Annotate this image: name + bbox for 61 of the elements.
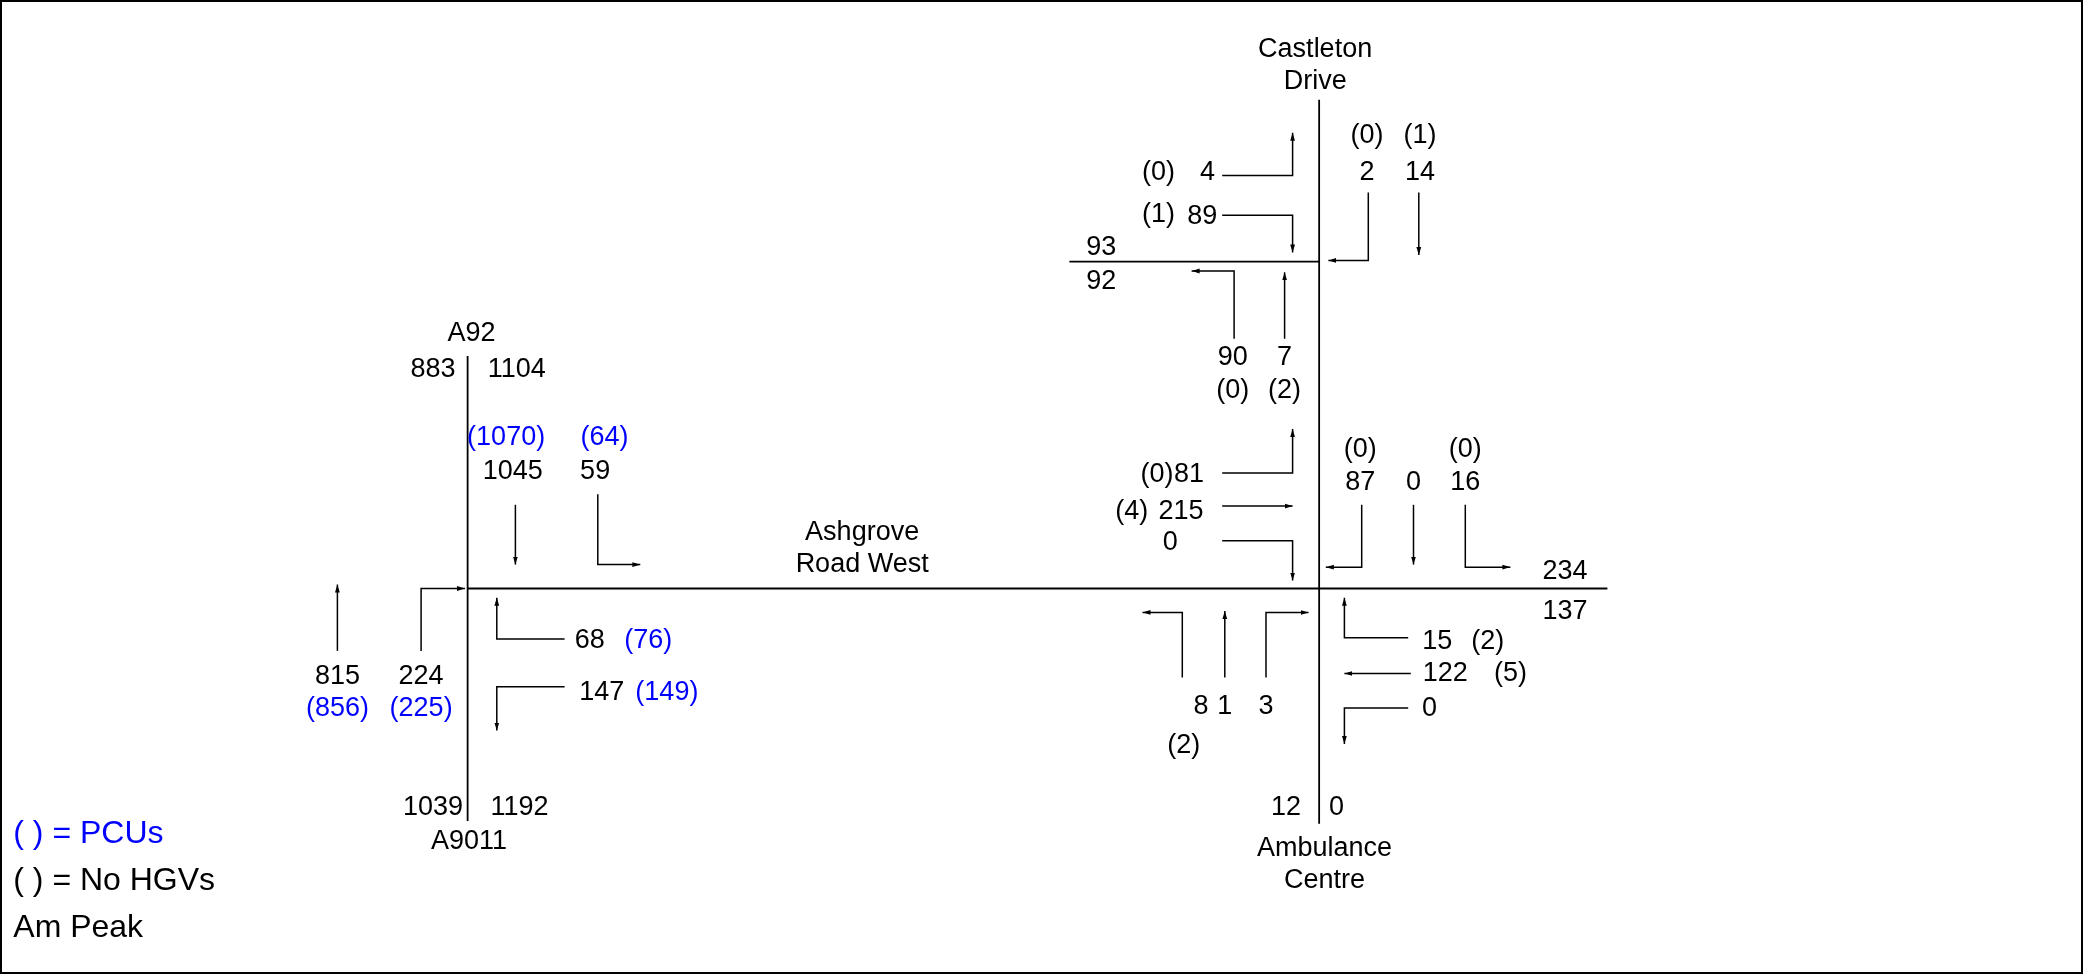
road-name: Ashgrove Road West <box>794 515 930 580</box>
traffic-count: 1 <box>1217 689 1233 722</box>
traffic-count: (0) <box>1140 456 1174 489</box>
traffic-count: 87 <box>1345 464 1376 497</box>
traffic-count: 137 <box>1542 593 1588 626</box>
traffic-count: 93 <box>1086 229 1117 262</box>
traffic-count: 8 <box>1193 689 1209 722</box>
traffic-count: 1104 <box>487 351 546 384</box>
traffic-count: 0 <box>1162 524 1178 557</box>
traffic-count: 59 <box>580 454 611 487</box>
traffic-count: (0) <box>1141 155 1175 188</box>
traffic-count: 3 <box>1258 689 1274 722</box>
traffic-count: (0) <box>1216 373 1250 406</box>
traffic-count: 90 <box>1217 340 1248 372</box>
traffic-count: (0) <box>1350 118 1384 151</box>
traffic-count: 14 <box>1405 155 1436 188</box>
traffic-count: 81 <box>1173 456 1204 489</box>
traffic-count: 0 <box>1328 790 1344 823</box>
traffic-count: (1) <box>1403 118 1437 151</box>
traffic-count: 0 <box>1421 690 1437 723</box>
peak-note: Am Peak <box>13 907 144 944</box>
traffic-count: (0) <box>1448 431 1482 464</box>
traffic-count: 92 <box>1086 264 1117 297</box>
traffic-count: (2) <box>1167 727 1201 760</box>
traffic-count: (856) <box>305 690 369 723</box>
traffic-count: (64) <box>580 419 629 452</box>
traffic-count: (5) <box>1493 656 1527 689</box>
traffic-count: 0 <box>1405 464 1421 497</box>
traffic-count: (149) <box>635 674 699 707</box>
traffic-count: 1192 <box>490 790 549 823</box>
road-name: Castleton Drive <box>1257 31 1374 96</box>
traffic-count: 215 <box>1158 494 1204 527</box>
traffic-count: (4) <box>1115 494 1149 527</box>
traffic-count: 89 <box>1187 199 1218 232</box>
legend-text: ( ) = PCUs <box>13 813 164 850</box>
traffic-count: (225) <box>389 690 453 723</box>
traffic-count: (2) <box>1268 373 1302 406</box>
traffic-count: 224 <box>398 658 444 691</box>
traffic-count: (1) <box>1141 196 1175 229</box>
road-name: A92 <box>447 316 496 349</box>
traffic-count: 147 <box>579 674 625 707</box>
traffic-count: 16 <box>1450 464 1481 497</box>
traffic-count: 15 <box>1422 624 1453 657</box>
traffic-count: 883 <box>410 351 456 384</box>
traffic-count: 2 <box>1359 155 1375 188</box>
road-name: A9011 <box>430 823 507 856</box>
traffic-count: (0) <box>1343 431 1377 464</box>
traffic-count: 1039 <box>403 790 464 823</box>
traffic-count: 4 <box>1200 155 1216 188</box>
traffic-count: (2) <box>1471 624 1505 657</box>
traffic-count: 815 <box>314 658 360 691</box>
traffic-count: (76) <box>624 622 673 655</box>
traffic-count: 234 <box>1542 553 1588 586</box>
traffic-count: (1070) <box>467 419 546 452</box>
legend-text: ( ) = No HGVs <box>13 861 216 898</box>
traffic-count: 12 <box>1270 790 1301 823</box>
traffic-count: 122 <box>1422 656 1468 689</box>
traffic-count: 68 <box>574 622 605 655</box>
road-name: Ambulance Centre <box>1255 831 1393 896</box>
traffic-count: 1045 <box>482 454 543 487</box>
traffic-count: 7 <box>1277 340 1293 372</box>
